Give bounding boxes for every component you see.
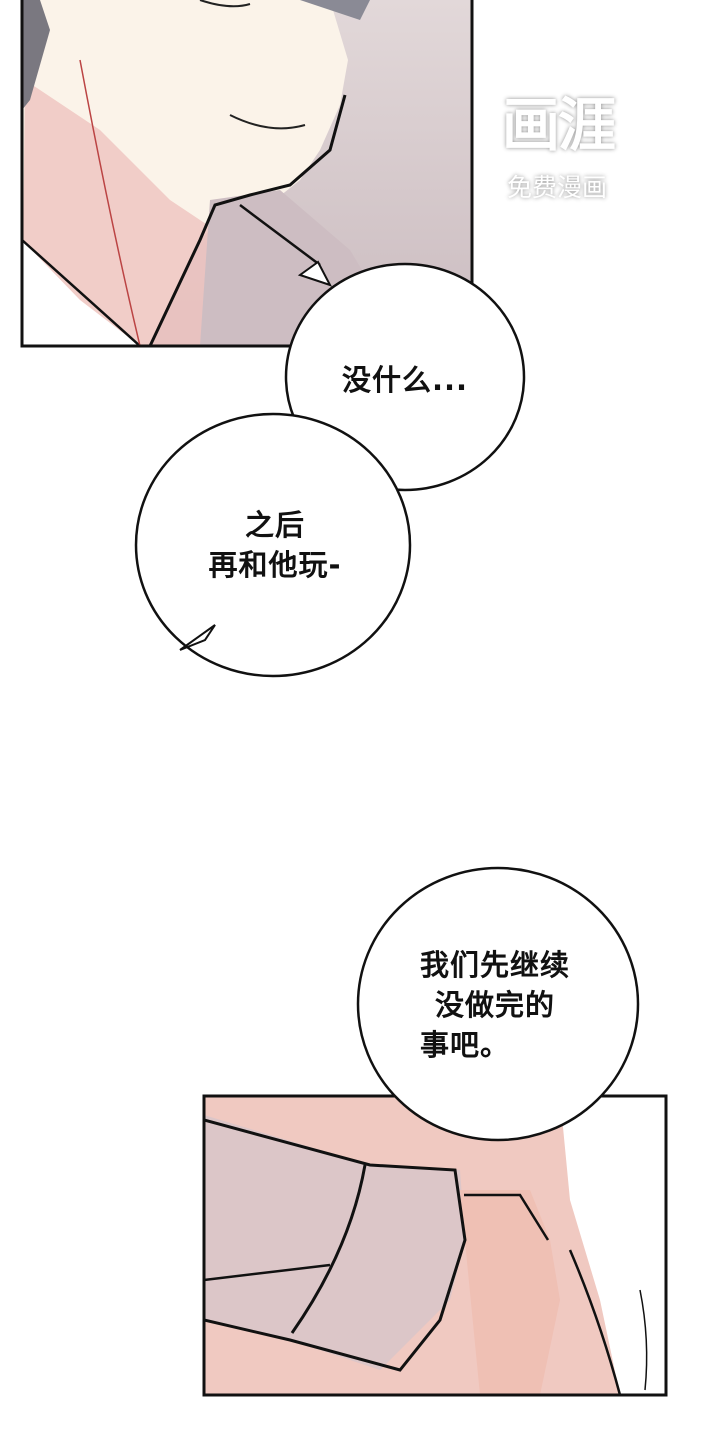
dialogue-line: 没什么...	[341, 363, 469, 397]
dialogue-line: 没做完的	[434, 988, 555, 1022]
dialogue-line: 我们先继续	[419, 948, 570, 982]
panel-2	[204, 1096, 666, 1395]
bubble-3-text: 我们先继续 没做完的 事吧。	[370, 945, 620, 1065]
dialogue-line: 事吧。	[419, 1028, 510, 1062]
watermark-tagline: 免费漫画	[506, 173, 607, 202]
speech-bubble-3	[356, 866, 640, 1142]
speech-bubble-2	[134, 412, 412, 678]
bubble-1-text: 没什么...	[300, 360, 510, 400]
panel-1	[22, 0, 472, 346]
dialogue-line: 再和他玩-	[208, 548, 342, 582]
watermark-brand: 画涯	[501, 91, 616, 159]
dialogue-line: 之后	[244, 508, 305, 542]
bubble-2-text: 之后 再和他玩-	[150, 505, 400, 585]
